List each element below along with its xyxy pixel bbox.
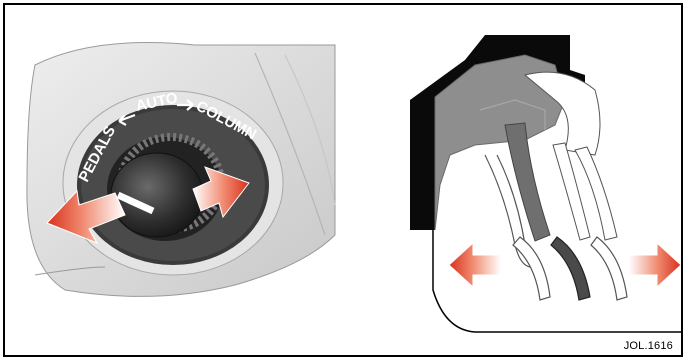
pedal-box — [410, 35, 681, 333]
knob-indicator-line — [116, 191, 155, 215]
arrow-pedals-direction-icon — [46, 189, 126, 244]
pedal-pad-right — [590, 236, 628, 301]
pedal-pad-left — [512, 236, 551, 301]
arrow-pedals-back-icon — [448, 241, 502, 289]
illustration-frame: PEDALS AUTO COLUMN — [3, 3, 683, 357]
adjustment-knob[interactable] — [107, 133, 225, 241]
ring-arrow-left-icon — [118, 113, 136, 126]
arrow-column-direction-icon — [192, 166, 250, 219]
arrow-pedals-forward-icon — [628, 241, 681, 289]
pedal-pad-center — [550, 236, 591, 301]
ring-arrow-right-icon — [177, 99, 194, 111]
figure-reference: JOL.1616 — [623, 340, 673, 352]
illustration-svg: PEDALS AUTO COLUMN — [26, 35, 681, 333]
